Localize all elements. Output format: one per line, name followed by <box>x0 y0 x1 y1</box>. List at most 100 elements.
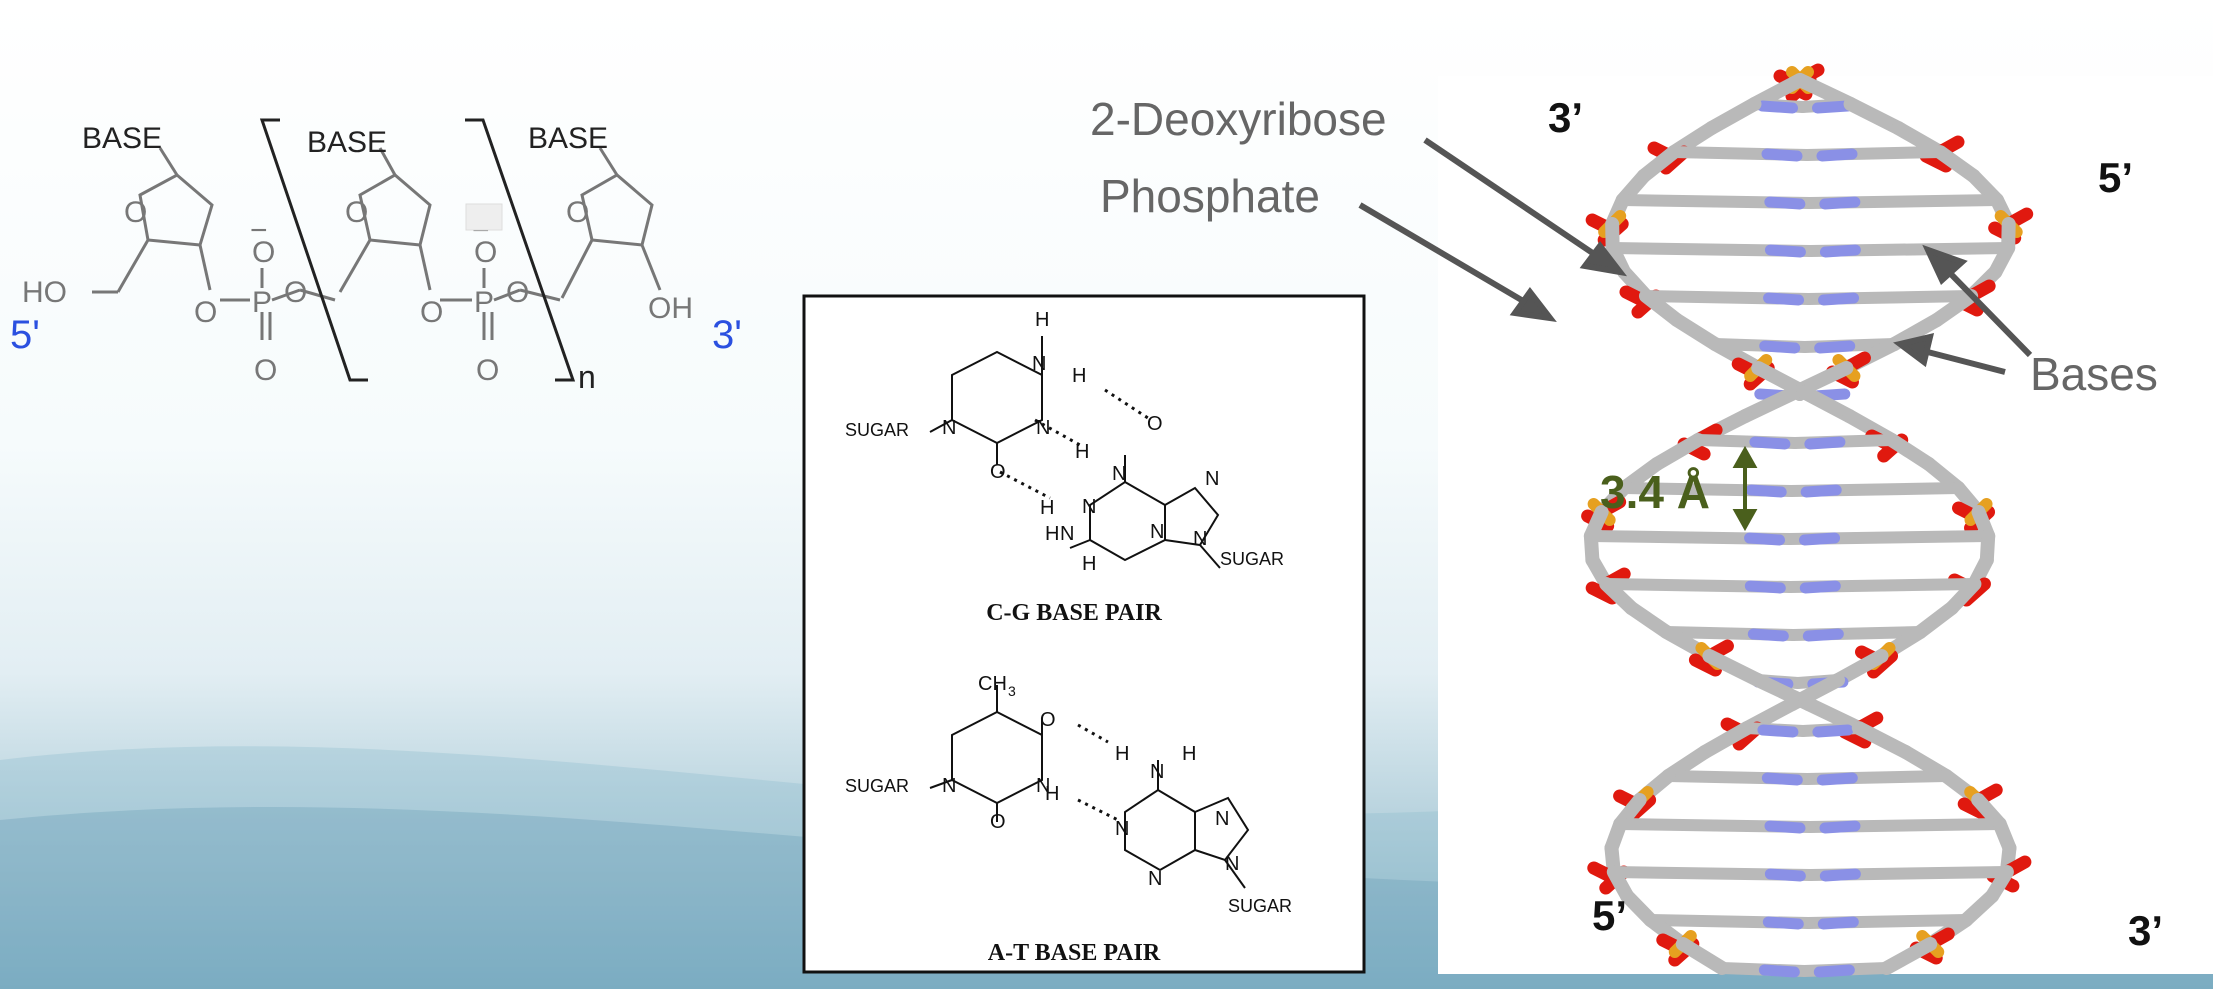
helix-bond <box>1764 868 1806 882</box>
phosphate-dbl-oxygen-2: O <box>476 354 499 387</box>
helix-bond <box>1704 97 1762 135</box>
helix-bond <box>1818 292 1860 306</box>
base-pair-panel: H N H O H N N O SUGAR N N H N N N N H H … <box>802 294 1366 974</box>
helix-bond <box>1759 340 1801 354</box>
svg-text:N: N <box>1148 868 1162 890</box>
helix-bond <box>1800 484 1842 498</box>
bases-arrow-1 <box>1942 265 2033 358</box>
phosphorus-1: P <box>252 286 272 319</box>
helix-bond <box>1867 649 1899 679</box>
svg-text:H: H <box>1035 309 1049 331</box>
helix-bond <box>1812 100 1854 114</box>
svg-text:SUGAR: SUGAR <box>845 420 909 440</box>
svg-text:N: N <box>1032 353 1046 375</box>
bases-arrowhead-1 <box>1922 244 1968 285</box>
svg-text:N: N <box>1193 528 1207 550</box>
helix-bond <box>1843 97 1906 135</box>
helix-bond <box>1851 721 1913 759</box>
three-prime-label: 3' <box>712 313 742 357</box>
svg-text:N: N <box>1150 761 1164 783</box>
svg-text:H: H <box>1072 365 1086 387</box>
strand-end-top-left: 3’ <box>1548 94 1583 141</box>
helix-bond <box>1738 385 1803 423</box>
helix-bond <box>1799 580 1841 594</box>
helix-bond <box>1764 196 1806 210</box>
helix-bond <box>1761 148 1803 162</box>
ester-oxygen-1: O <box>194 296 217 329</box>
strand-end-bottom-right: 3’ <box>2128 907 2163 954</box>
helix-bond <box>1758 964 1800 978</box>
at-structure <box>929 685 1250 889</box>
helix-bond <box>1585 581 1619 605</box>
svg-text:O: O <box>1040 709 1056 731</box>
helix-bond <box>1624 601 1674 639</box>
helix-bond <box>1745 484 1787 498</box>
svg-text:SUGAR: SUGAR <box>845 776 909 796</box>
helix-bond <box>1802 628 1844 642</box>
phosphate-oxygen-1: O <box>252 236 275 269</box>
cg-title: C-G BASE PAIR <box>986 600 1162 626</box>
base-label-1: BASE <box>82 122 162 155</box>
phosphate-arrow <box>1358 202 1532 308</box>
spacing-label: 3.4 Å <box>1600 466 1710 518</box>
helix-bond <box>1884 433 1936 471</box>
svg-text:3: 3 <box>1008 683 1016 699</box>
hydroxyl-5-prime: HO <box>22 276 67 309</box>
phosphate-arrowhead <box>1509 286 1557 323</box>
helix-bond <box>1812 724 1854 738</box>
svg-text:N: N <box>942 417 956 439</box>
five-prime-label: 5' <box>10 313 40 357</box>
svg-text:SUGAR: SUGAR <box>1228 896 1292 916</box>
bases-arrowhead-2 <box>1893 332 1935 368</box>
svg-text:N: N <box>1036 417 1050 439</box>
helix-bond <box>1762 916 1804 930</box>
helix-bond <box>1819 244 1861 258</box>
helix-bond <box>1819 820 1861 834</box>
helix-bond <box>1675 937 1729 975</box>
svg-text:N: N <box>1150 521 1164 543</box>
helix-bond <box>1744 532 1786 546</box>
ring-oxygen-3: O <box>566 196 589 229</box>
base-label-3: BASE <box>528 122 608 155</box>
helix-bond <box>1804 436 1846 450</box>
helix-bond <box>1819 868 1861 882</box>
helix-bond <box>1831 649 1889 687</box>
cg-structure <box>929 336 1221 569</box>
svg-text:N: N <box>1115 818 1129 840</box>
helix-bond <box>1764 820 1806 834</box>
dna-helix-model <box>1581 63 2034 978</box>
backbone-labels: BASE BASE BASE O O O HO OH 5' 3' O P O O… <box>10 122 742 395</box>
svg-text:N: N <box>1205 468 1219 490</box>
svg-text:H: H <box>1115 743 1129 765</box>
at-atoms: CH 3 O H N H N N H SUGAR O N N N N SUGAR <box>845 673 1292 916</box>
bridge-oxygen-1: O <box>284 276 307 309</box>
helix-bond <box>1747 628 1789 642</box>
svg-text:O: O <box>990 461 1006 483</box>
backbone-structure <box>92 118 662 382</box>
svg-text:H: H <box>1182 743 1196 765</box>
phosphate-label: Phosphate <box>1100 170 1320 222</box>
helix-bond <box>1697 721 1755 759</box>
svg-text:O: O <box>1147 413 1163 435</box>
helix-bond <box>1757 724 1799 738</box>
ester-oxygen-2: O <box>420 296 443 329</box>
phosphate-oxygen-2: O <box>474 236 497 269</box>
helix-bond <box>1761 772 1803 786</box>
cg-atoms: H N H O H N N O SUGAR N N H N N N N H H … <box>845 309 1284 575</box>
helix-bond <box>1688 653 1722 677</box>
at-hydrogen-bonds <box>1077 723 1119 822</box>
strand-end-top-right: 5’ <box>2098 154 2133 201</box>
svg-text:N: N <box>1082 496 1096 518</box>
ring-oxygen-2: O <box>345 196 368 229</box>
base-label-2: BASE <box>307 126 387 159</box>
helix-bond <box>1814 340 1856 354</box>
svg-text:H: H <box>1082 553 1096 575</box>
svg-text:H: H <box>1045 523 1059 545</box>
svg-text:H: H <box>1040 497 1054 519</box>
svg-text:N: N <box>942 775 956 797</box>
helix-bond <box>1702 649 1765 687</box>
helix-bond <box>1749 436 1791 450</box>
helix-bond <box>1669 313 1723 351</box>
charge-1: − <box>250 214 268 247</box>
helix-bond <box>1799 532 1841 546</box>
